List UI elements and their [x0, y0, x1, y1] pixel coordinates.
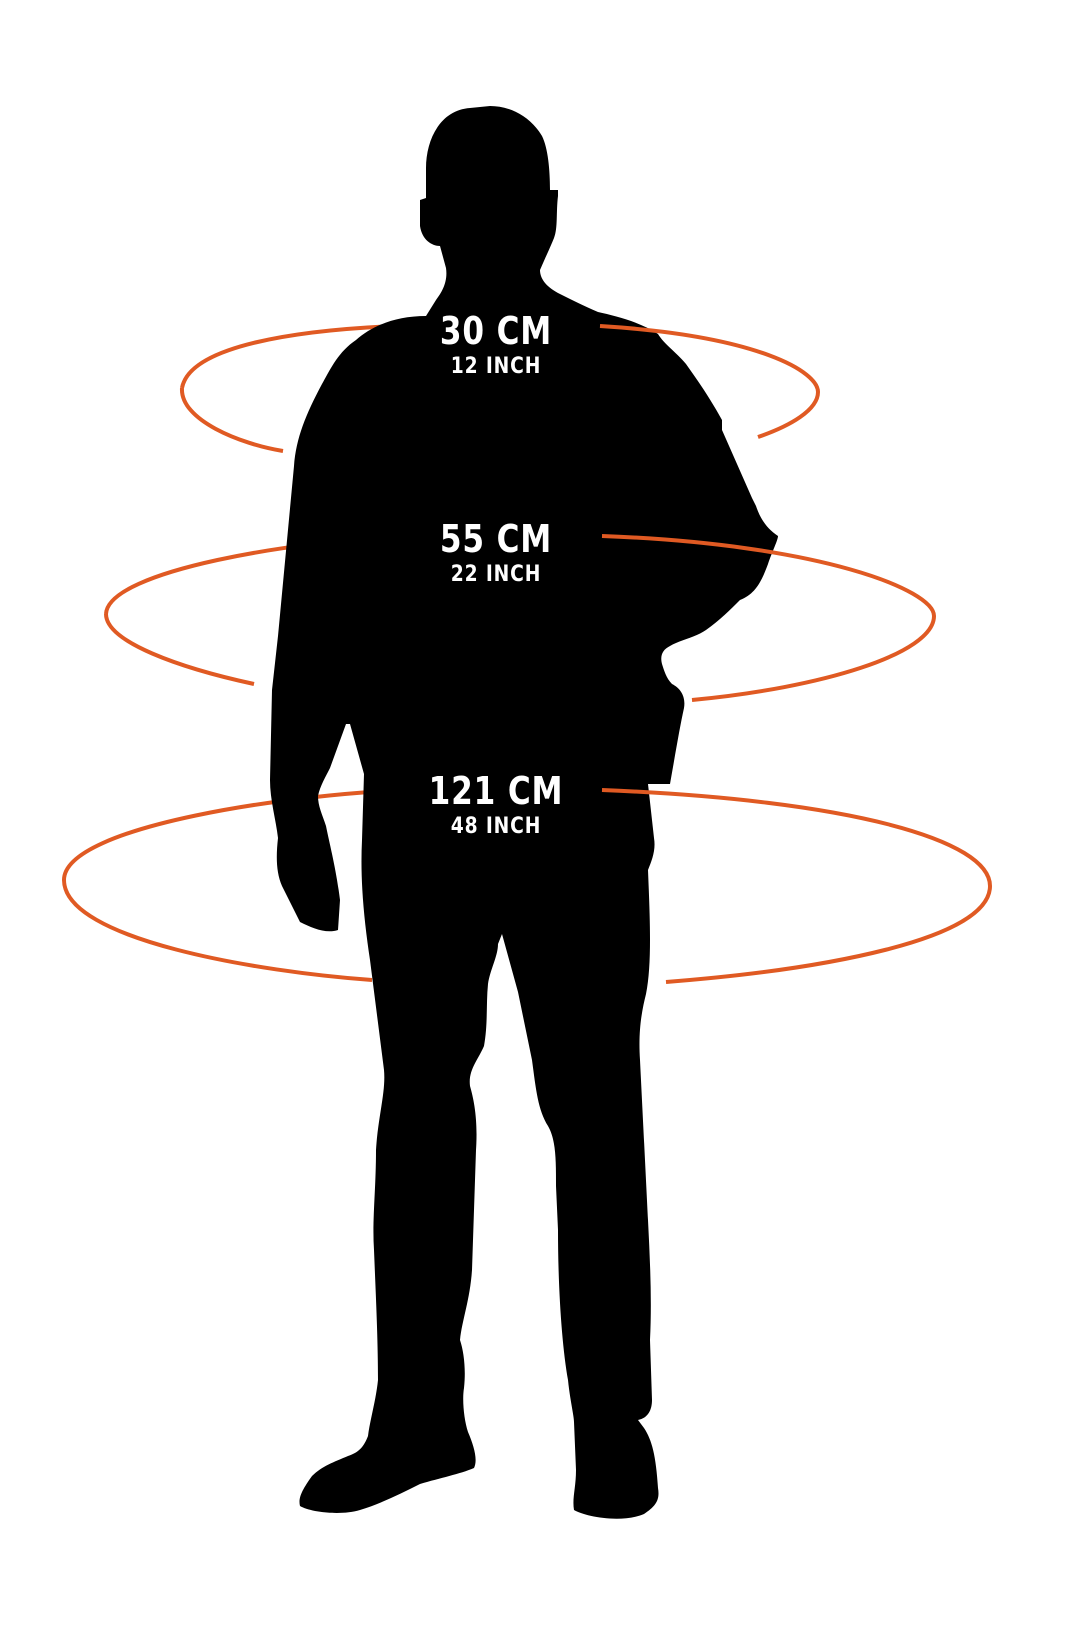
- measurement-label-1: 30 CM 12 INCH: [428, 312, 565, 378]
- rings-front: [62, 324, 993, 984]
- measurement-cm-3: 121 CM: [428, 769, 564, 813]
- measurement-label-3: 121 CM 48 INCH: [414, 772, 578, 838]
- ring-3-back: [62, 788, 411, 881]
- measurement-label-2: 55 CM 22 INCH: [428, 520, 565, 586]
- ring-3-front: [62, 879, 373, 982]
- measurement-inch-3: 48 INCH: [450, 814, 542, 839]
- measurement-cm-1: 30 CM: [439, 309, 553, 353]
- silhouette-body: [270, 106, 778, 1519]
- ring-1-right: [599, 324, 821, 439]
- person-silhouette: [270, 106, 778, 1519]
- measurement-inch-1: 12 INCH: [450, 354, 542, 379]
- measurement-inch-2: 22 INCH: [450, 562, 542, 587]
- ring-2-front: [104, 613, 255, 686]
- ring-3-right: [601, 788, 993, 984]
- measurement-cm-2: 55 CM: [439, 517, 553, 561]
- ring-2-right: [601, 534, 937, 702]
- ring-1-front: [179, 387, 284, 453]
- ring-1-back: [180, 324, 396, 389]
